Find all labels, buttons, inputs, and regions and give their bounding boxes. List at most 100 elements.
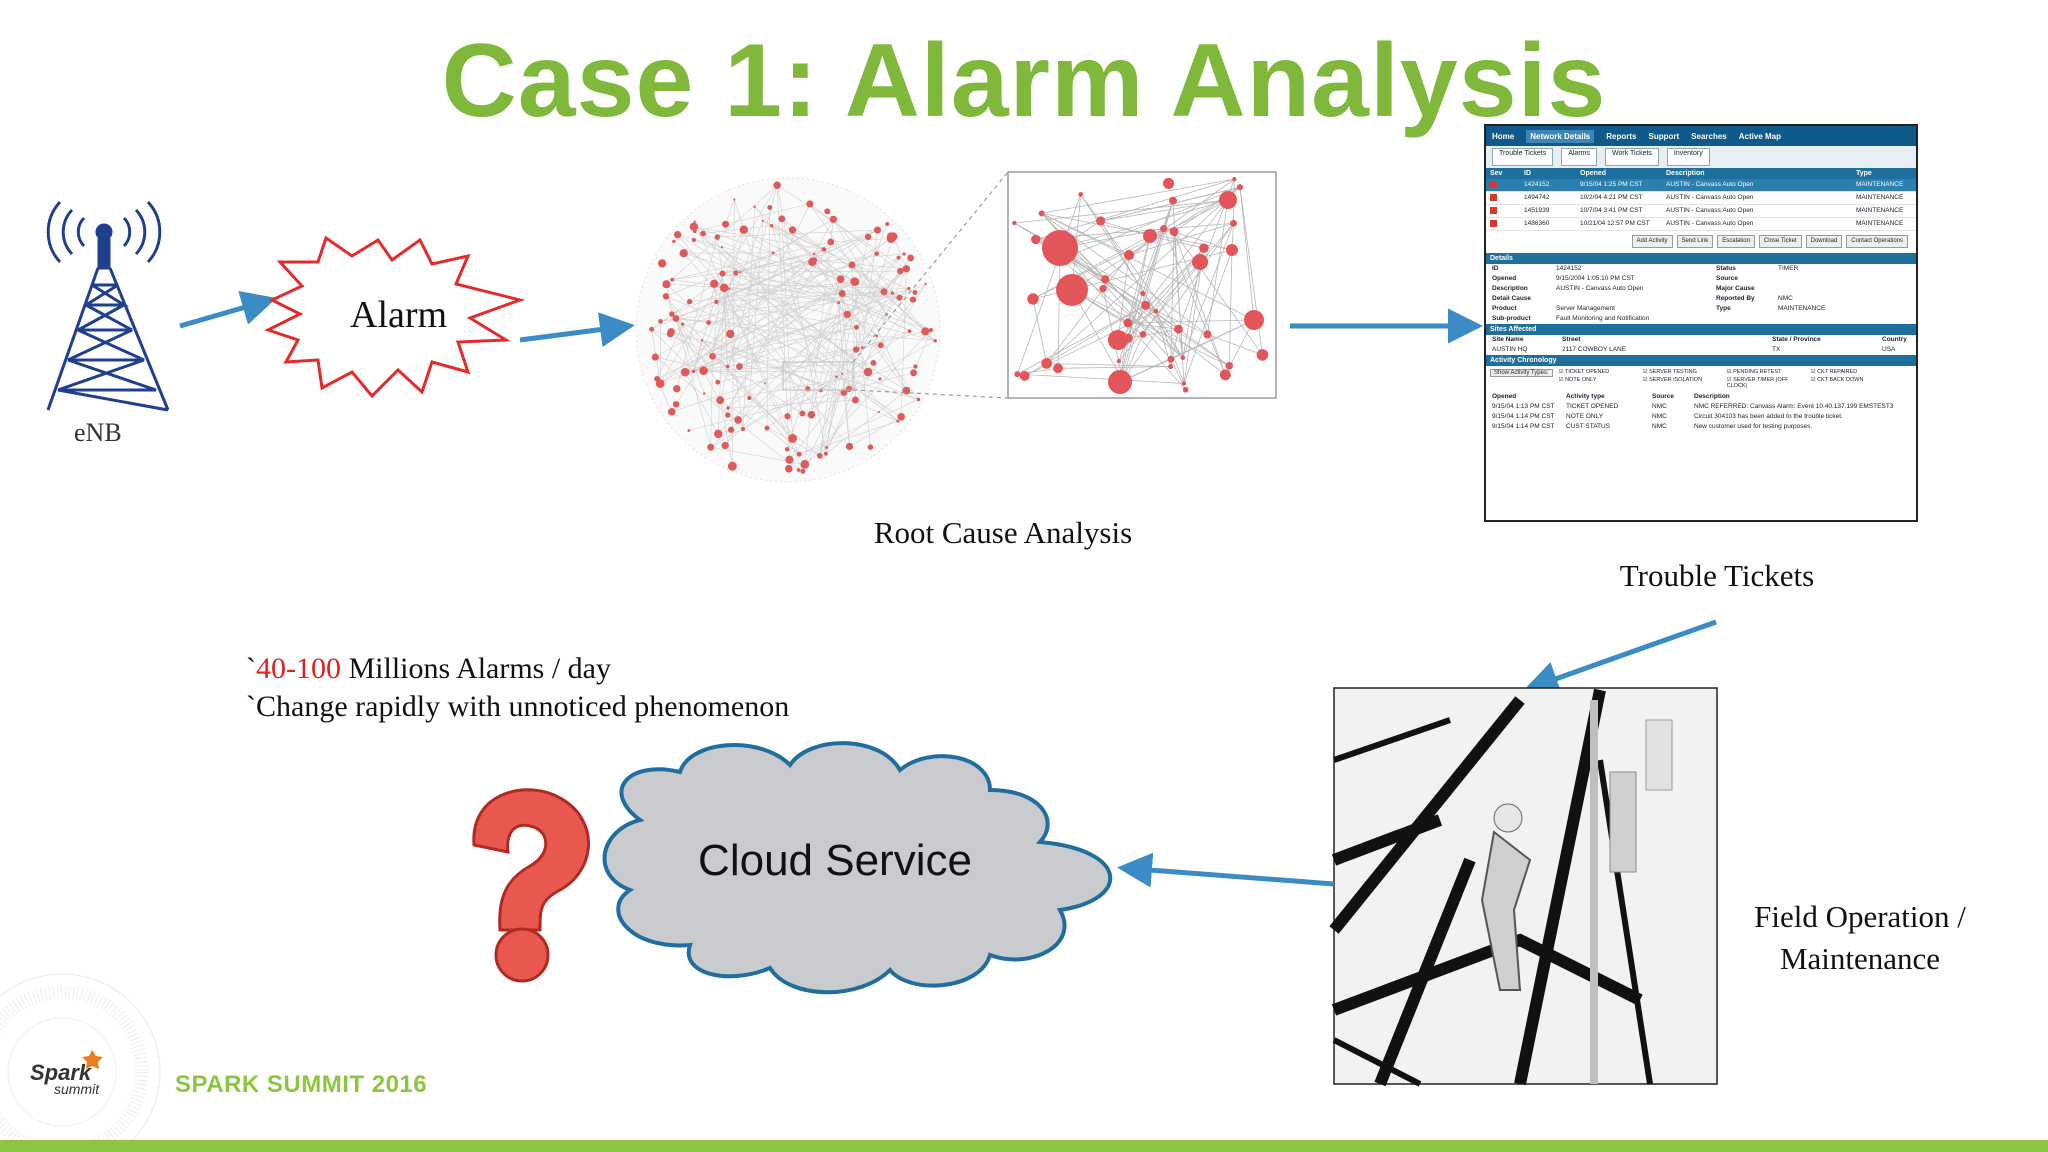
graph-node [885,313,888,316]
graph-edge [713,283,869,373]
graph-node [691,369,696,374]
graph-node [788,226,797,234]
ticket-action-button[interactable]: Escalation [1717,235,1755,248]
activity-checkbox[interactable]: ☑ SERVER TIMER (OFF CLOCK) [1726,377,1789,389]
checkbox-icon: ☑ [1726,369,1734,375]
graph-edge [665,296,683,325]
graph-node [680,367,690,377]
graph-edge [702,233,887,315]
zoom-graph-node [1226,244,1238,256]
graph-node [784,413,791,420]
graph-edge [675,318,936,342]
activity-checkbox[interactable]: ☑ TICKET OPENED [1558,369,1610,375]
graph-node [896,419,900,423]
zoom-graph-node [1042,230,1078,266]
zoom-graph-edge [1128,222,1234,256]
activity-checkbox[interactable]: ☑ CKT REPAIRED [1810,369,1858,375]
zoom-graph-node [1168,196,1178,205]
graph-edge [672,259,815,280]
graph-node [841,372,844,375]
graph-edge [694,203,811,232]
graph-node [823,451,828,456]
activity-checkbox[interactable]: ☑ SERVER TESTING [1642,369,1697,375]
graph-edge [710,356,713,448]
activity-checkbox[interactable]: ☑ PENDING RETEST [1726,369,1782,375]
graph-node [784,446,790,452]
graph-node [896,255,901,260]
graph-node [864,233,872,241]
graph-edge [704,393,821,457]
activity-checkbox[interactable]: ☑ NOTE ONLY [1558,377,1597,383]
graph-node [827,238,835,246]
graph-edge [849,416,902,447]
ticket-action-button[interactable]: Send Link [1676,235,1714,248]
graph-node [907,254,915,262]
graph-node [837,301,841,305]
graph-edge [655,229,878,358]
graph-node [720,245,723,249]
graph-node [788,433,798,443]
graph-node [907,329,912,334]
graph-node [691,237,697,243]
graph-edge [671,330,910,413]
zoomed-network-graph [1007,171,1277,399]
graph-edge [694,231,869,373]
graph-edge [851,264,856,401]
graph-edge [703,362,874,371]
graph-node [853,324,859,330]
graph-edge [766,207,771,429]
ticket-nav: Home Network Details Reports Support Sea… [1486,126,1916,146]
graph-node [654,375,661,382]
graph-node [769,223,774,228]
zoom-graph-node [1041,358,1053,369]
activity-checkbox[interactable]: ☑ CKT BACK DOWN [1810,377,1864,383]
graph-edge [802,340,936,414]
graph-node [679,249,688,258]
zoom-graph-edge [1207,199,1229,335]
graph-node [689,222,699,231]
graph-edge [719,185,778,401]
ticket-action-button[interactable]: Contact Operations [1846,235,1908,248]
graph-node [890,291,895,295]
graph-node [722,220,730,228]
graph-edge [721,246,899,422]
graph-node [739,225,749,235]
graph-edge [804,329,932,465]
zoom-graph-node [1225,362,1234,370]
graph-edge [766,373,843,429]
graph-node [651,353,659,361]
graph-edge [825,390,907,454]
graph-edge [729,288,936,342]
graph-node [753,205,756,209]
graph-edge [771,225,916,293]
alert-icon [1490,207,1497,214]
graph-node [880,288,888,296]
zoom-graph-edge [1046,254,1130,364]
graph-edge [651,329,694,372]
ticket-action-button[interactable]: Add Activity [1631,235,1673,248]
svg-text:summit: summit [54,1081,100,1097]
ticket-action-button[interactable]: Download [1805,235,1843,248]
graph-edge [712,236,869,357]
graph-node [727,426,735,433]
ticket-action-button[interactable]: Close Ticket [1758,235,1802,248]
zoom-graph-node [1168,364,1174,370]
graph-edge [666,284,673,315]
graph-edge [776,185,827,454]
zoom-graph-node [1053,363,1063,374]
graph-node [825,446,829,449]
activity-checkbox[interactable]: ☑ SERVER ISOLATION [1642,377,1703,383]
graph-edge [672,279,839,303]
graph-edge [739,283,926,367]
graph-edge [725,199,735,225]
zoom-graph-edge [1145,199,1229,306]
graph-edge [792,229,893,294]
graph-node [662,293,670,300]
zoom-graph-node [1141,300,1151,310]
graph-edge [685,345,881,373]
